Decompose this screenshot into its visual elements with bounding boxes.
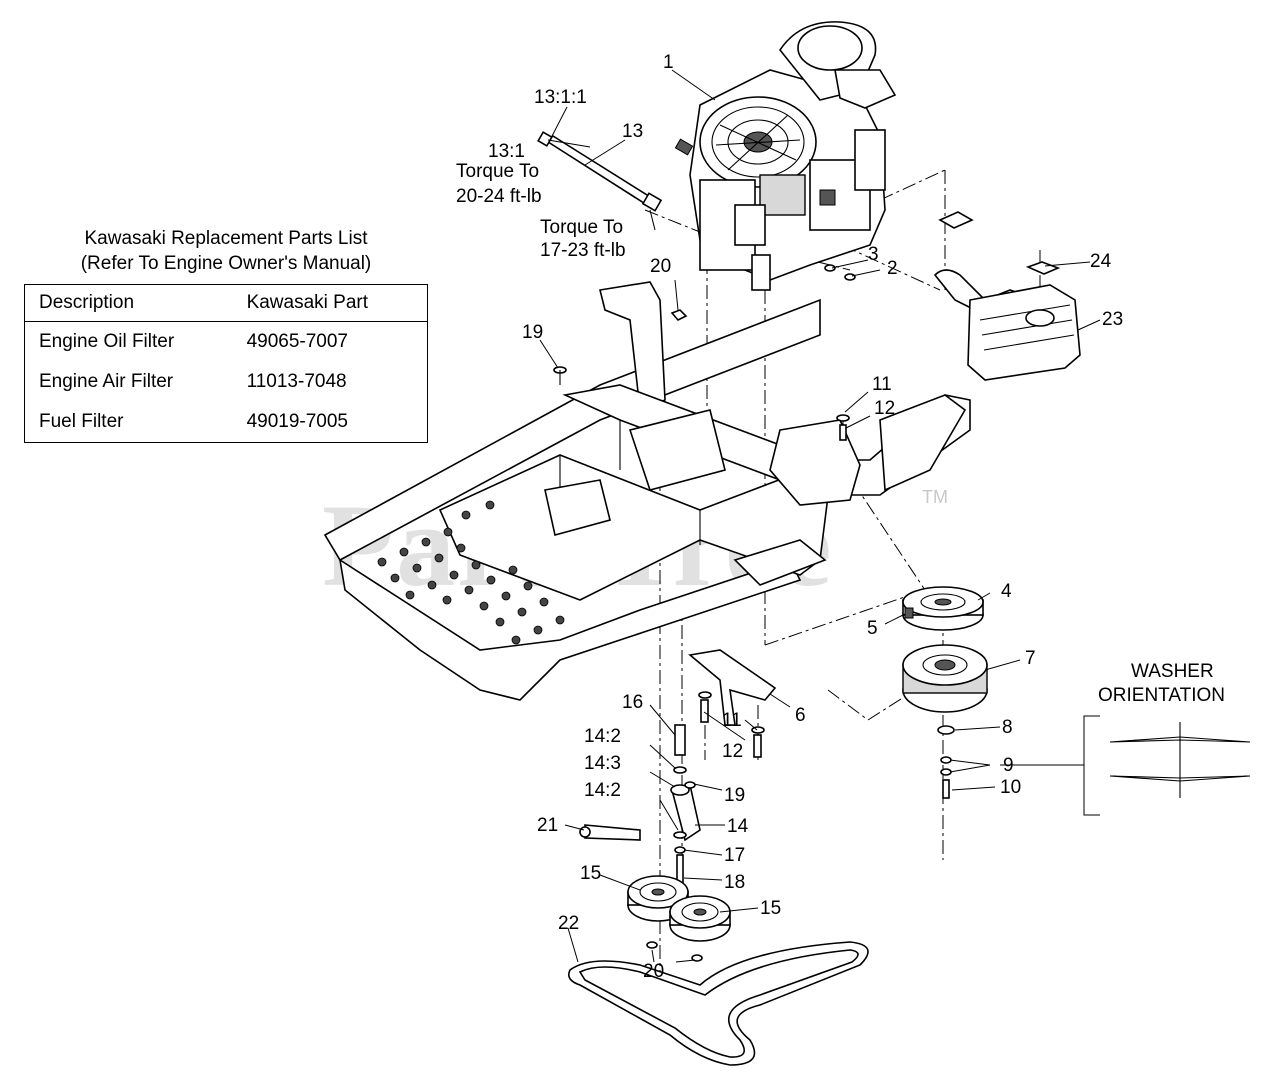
washer-3 xyxy=(824,264,836,272)
torque-note-dipstick: Torque To 20-24 ft-lb xyxy=(456,161,542,207)
leader-lines xyxy=(539,69,1101,963)
parts-list-title-line1: Kawasaki Replacement Parts List xyxy=(84,228,368,249)
svg-text:ORIENTATION: ORIENTATION xyxy=(1098,685,1225,706)
electric-clutch xyxy=(902,644,988,713)
callout-5: 5 xyxy=(867,618,878,639)
washer-orientation-detail xyxy=(1000,715,1251,816)
table-row: Fuel Filter 49019-7005 xyxy=(25,402,428,443)
svg-text:20-24 ft-lb: 20-24 ft-lb xyxy=(456,186,542,207)
callout-22: 22 xyxy=(558,913,579,934)
callout-20-top: 20 xyxy=(650,256,671,277)
callout-15-right: 15 xyxy=(760,898,781,919)
callout-3: 3 xyxy=(868,244,879,265)
table-row: Engine Air Filter 11013-7048 xyxy=(25,362,428,402)
table-row: Engine Oil Filter 49065-7007 xyxy=(25,322,428,363)
callout-14-3: 14:3 xyxy=(584,753,621,774)
callout-13-1-1: 13:1:1 xyxy=(534,87,587,108)
svg-text:WASHER: WASHER xyxy=(1131,661,1214,682)
svg-text:Torque To: Torque To xyxy=(540,217,623,238)
callout-16: 16 xyxy=(622,692,643,713)
callout-7: 7 xyxy=(1025,648,1036,669)
svg-text:Torque To: Torque To xyxy=(456,161,539,182)
washer-orientation-title: WASHER ORIENTATION xyxy=(1098,661,1225,706)
clutch-hardware xyxy=(937,725,955,799)
callout-14-2-bottom: 14:2 xyxy=(584,780,621,801)
callout-12-bottom: 12 xyxy=(722,741,743,762)
dipstick-tube xyxy=(537,131,663,212)
svg-text:17-23 ft-lb: 17-23 ft-lb xyxy=(540,240,626,261)
callout-24: 24 xyxy=(1090,251,1112,272)
row-part-number: 49065-7007 xyxy=(246,331,348,352)
parts-list-title: Kawasaki Replacement Parts List (Refer T… xyxy=(24,226,428,276)
row-description: Engine Oil Filter xyxy=(39,331,175,352)
callout-19-top: 19 xyxy=(522,322,543,343)
replacement-parts-table: Description Kawasaki Part Engine Oil Fil… xyxy=(24,284,428,443)
callout-1: 1 xyxy=(663,52,674,73)
torque-note-tube: Torque To 17-23 ft-lb xyxy=(540,217,626,261)
row-description: Engine Air Filter xyxy=(39,371,174,392)
callout-11-top: 11 xyxy=(872,374,892,395)
engine xyxy=(674,21,897,291)
callout-17: 17 xyxy=(724,845,745,866)
callout-13-1: 13:1 xyxy=(488,141,525,162)
callout-10: 10 xyxy=(1000,777,1021,798)
nut-2 xyxy=(844,273,856,281)
header-part-number: Kawasaki Part xyxy=(246,284,428,322)
muffler xyxy=(933,211,1081,381)
callout-14: 14 xyxy=(727,816,749,837)
idler-pulleys xyxy=(627,875,731,962)
idler-bracket xyxy=(688,649,777,758)
pulley xyxy=(902,586,984,631)
frame-hardware xyxy=(553,309,850,441)
callout-19-bottom: 19 xyxy=(724,785,745,806)
callout-18: 18 xyxy=(724,872,745,893)
callout-8: 8 xyxy=(1002,717,1013,738)
parts-list-title-line2: (Refer To Engine Owner's Manual) xyxy=(80,253,372,274)
callout-11-bottom: 11 xyxy=(722,710,742,731)
row-part-number: 49019-7005 xyxy=(246,411,348,432)
callout-13: 13 xyxy=(622,121,643,142)
frame xyxy=(323,281,971,701)
callout-23: 23 xyxy=(1102,309,1123,330)
row-part-number: 11013-7048 xyxy=(246,371,347,392)
callout-15-left: 15 xyxy=(580,863,601,884)
callout-labels: 1 13:1:1 13:1 13 3 2 20 19 11 12 24 23 4… xyxy=(488,52,1123,982)
row-description: Fuel Filter xyxy=(39,411,124,432)
callout-12-top: 12 xyxy=(874,398,895,419)
callout-20-bottom: 20 xyxy=(643,961,664,982)
callout-6: 6 xyxy=(795,705,806,726)
watermark-tm: TM xyxy=(922,487,948,507)
table-header-row: Description Kawasaki Part xyxy=(24,284,428,322)
callout-2: 2 xyxy=(887,258,898,279)
callout-9: 9 xyxy=(1003,755,1014,776)
callout-4: 4 xyxy=(1001,581,1012,602)
drive-belt xyxy=(567,941,869,1066)
callout-14-2-top: 14:2 xyxy=(584,726,621,747)
header-description: Description xyxy=(24,284,247,322)
callout-21: 21 xyxy=(537,815,558,836)
